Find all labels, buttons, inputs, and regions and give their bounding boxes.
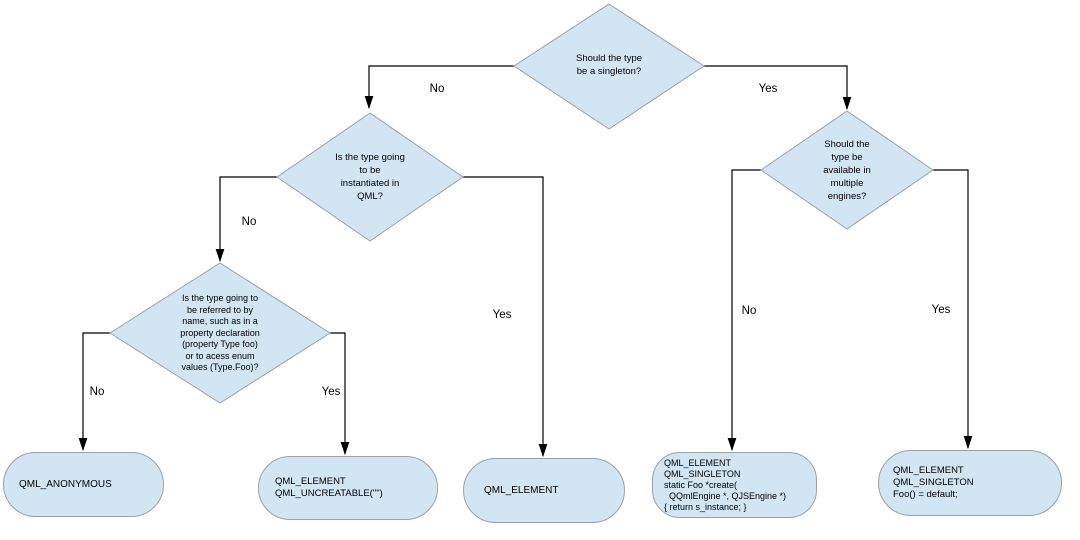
decision-singleton-label: Should the type be a singleton? bbox=[575, 53, 643, 77]
edge-engines-yes bbox=[933, 169, 973, 450]
result-qml-element-label: QML_ELEMENT bbox=[484, 485, 559, 496]
decision-instantiated-label: Is the type going to be instantiated in … bbox=[335, 152, 405, 202]
edge-referred-no bbox=[78, 332, 110, 452]
decision-referred-label: Is the type going to be referred to by n… bbox=[180, 293, 260, 372]
result-qml-anonymous-label: QML_ANONYMOUS bbox=[19, 479, 112, 490]
result-singleton-create-label: QML_ELEMENT QML_SINGLETON static Foo *cr… bbox=[664, 457, 787, 512]
decision-referred-by-name bbox=[109, 262, 331, 404]
edge-label-singleton-no: No bbox=[429, 83, 445, 95]
result-qml-anonymous: QML_ANONYMOUS bbox=[3, 452, 164, 517]
edge-referred-yes bbox=[330, 332, 350, 456]
edge-singleton-yes bbox=[704, 65, 852, 111]
edge-singleton-no bbox=[364, 65, 514, 110]
result-singleton-create: QML_ELEMENT QML_SINGLETON static Foo *cr… bbox=[652, 452, 817, 518]
decision-multiple-engines bbox=[760, 110, 934, 230]
edge-label-engines-no: No bbox=[741, 305, 757, 317]
edge-label-referred-yes: Yes bbox=[321, 386, 341, 398]
result-qml-uncreatable-label: QML_ELEMENT QML_UNCREATABLE("") bbox=[275, 476, 383, 499]
edge-instantiated-yes bbox=[463, 176, 548, 458]
result-qml-uncreatable: QML_ELEMENT QML_UNCREATABLE("") bbox=[258, 456, 438, 520]
edge-label-instantiated-no: No bbox=[241, 216, 257, 228]
edge-label-engines-yes: Yes bbox=[931, 304, 951, 316]
result-qml-element: QML_ELEMENT bbox=[463, 458, 625, 523]
edge-engines-no bbox=[727, 169, 761, 452]
result-singleton-default: QML_ELEMENT QML_SINGLETON Foo() = defaul… bbox=[878, 450, 1062, 516]
decision-singleton bbox=[513, 3, 705, 130]
decision-engines-label: Should the type be available in multiple… bbox=[823, 139, 871, 202]
edge-label-referred-no: No bbox=[89, 386, 105, 398]
result-singleton-default-label: QML_ELEMENT QML_SINGLETON Foo() = defaul… bbox=[893, 465, 974, 500]
edge-label-instantiated-yes: Yes bbox=[492, 309, 512, 321]
decision-instantiated-in-qml bbox=[276, 112, 464, 242]
edge-label-singleton-yes: Yes bbox=[758, 83, 778, 95]
edge-instantiated-no bbox=[215, 176, 277, 263]
